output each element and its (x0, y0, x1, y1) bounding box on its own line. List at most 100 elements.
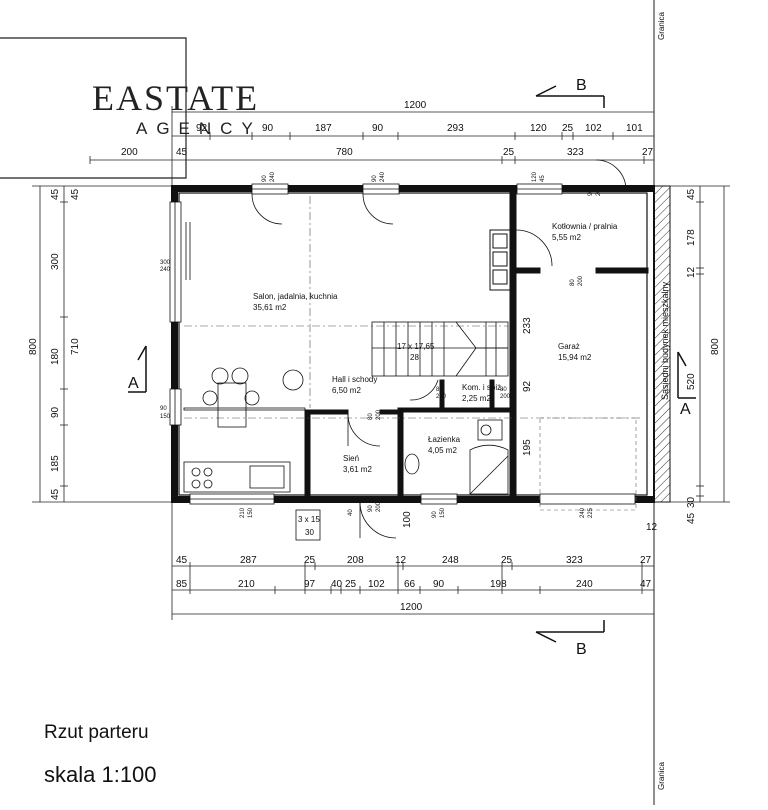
dim-s-win4b: 200 (596, 185, 602, 196)
dim-left-1: 45 (50, 188, 61, 200)
dim-s-wb4b: 225 (588, 507, 594, 518)
section-a-left-label: A (128, 375, 139, 392)
dim-bot1-7: 25 (501, 555, 513, 566)
room-boiler-name: Kotłownia / pralnia (552, 222, 618, 231)
dim-top2-1: 200 (121, 147, 138, 158)
stairs-tread: 28 (410, 353, 419, 362)
dim-s-100: 100 (402, 511, 413, 528)
dim-bot2-2: 210 (238, 579, 255, 590)
dim-bot2-11: 47 (640, 579, 652, 590)
dim-bot2-1: 85 (176, 579, 188, 590)
dimension-labels-top: 1200 92 90 187 90 293 120 25 102 101 200… (121, 100, 654, 158)
dim-s-stair: 233 (522, 317, 533, 334)
section-b-top-label: B (576, 77, 587, 94)
dim-top-9: 101 (626, 123, 643, 134)
dim-s-win4: 90 (588, 189, 594, 196)
section-b-top: B (535, 77, 605, 108)
dim-s-wb2: 90 (368, 505, 374, 512)
room-hall-name: Hall i schody (332, 375, 377, 384)
interior-walls (183, 191, 649, 497)
dim-left-4: 90 (50, 406, 61, 418)
vent-sub-label: 30 (305, 528, 314, 537)
dim-s-wb4: 240 (580, 507, 586, 518)
dimensions-top (89, 106, 655, 186)
dim-bot1-1: 45 (176, 555, 188, 566)
dim-left-outer: 800 (28, 338, 39, 355)
dim-left-3: 180 (50, 348, 61, 365)
room-hall-area: 6,50 m2 (332, 386, 361, 395)
kitchen-fixtures (183, 222, 304, 493)
dim-s-wl2: 90 (160, 406, 167, 412)
dim-right-outer: 800 (710, 338, 721, 355)
dim-bot2-3: 97 (304, 579, 316, 590)
dim-s-wb1b: 150 (248, 507, 254, 518)
windows-exterior (169, 183, 636, 505)
room-salon-name: Salon, jadalnia, kuchnia (253, 292, 338, 301)
dim-s-wb2b: 200 (376, 501, 382, 512)
dim-s-win1b: 240 (270, 171, 276, 182)
neighbor-wall-hatch (653, 185, 671, 503)
dim-bot1-4: 208 (347, 555, 364, 566)
dim-s-win3: 120 (532, 171, 538, 182)
doors (251, 159, 627, 539)
dim-top-5: 293 (447, 123, 464, 134)
room-bath-name: Łazienka (428, 435, 461, 444)
dim-s-win2: 90 (372, 175, 378, 182)
dim-right-6: 45 (686, 512, 697, 524)
dim-s-195: 195 (522, 439, 533, 456)
dim-s-dk: 80 (570, 279, 576, 286)
chimney-block (489, 229, 511, 291)
dim-left-inner: 710 (70, 338, 81, 355)
garage-parking-area (539, 417, 637, 511)
dim-bot2-7: 66 (404, 579, 416, 590)
dim-s-win3b: 45 (540, 175, 546, 182)
dimension-labels-left: 800 45 300 180 90 185 45 45 710 (28, 188, 81, 500)
dim-right-1: 45 (686, 188, 697, 200)
dim-top-6: 120 (530, 123, 547, 134)
dim-bot2-10: 240 (576, 579, 593, 590)
dim-top-7: 25 (562, 123, 574, 134)
dim-bot2-8: 90 (433, 579, 445, 590)
room-bath-area: 4,05 m2 (428, 446, 457, 455)
dim-bot1-9: 27 (640, 555, 652, 566)
small-dimensions: 90 240 90 240 120 45 90 200 300 240 90 1… (160, 171, 658, 533)
dim-bot2-5: 25 (345, 579, 357, 590)
dim-s-dkom: 80 (500, 387, 507, 393)
bathroom-fixtures (404, 419, 509, 495)
dim-left-inner-top: 45 (70, 188, 81, 200)
dim-bot1-5: 12 (395, 555, 407, 566)
dim-s-dh: 80 (368, 413, 374, 420)
dim-top-1: 92 (196, 123, 208, 134)
dim-s-92: 92 (522, 380, 533, 392)
dim-bot1-6: 248 (442, 555, 459, 566)
dim-s-wb1: 210 (240, 507, 246, 518)
dim-right-2: 178 (686, 229, 697, 246)
dim-bot1-8: 323 (566, 555, 583, 566)
dimension-labels-right: 45 178 12 520 30 45 800 (686, 188, 721, 524)
dim-top-3: 187 (315, 123, 332, 134)
dim-bot1-2: 287 (240, 555, 257, 566)
plan-scale: skala 1:100 (44, 762, 157, 787)
room-kom-name: Kom. i spiż. (462, 383, 503, 392)
staircase (371, 321, 509, 377)
section-b-bottom: B (535, 620, 605, 658)
dim-s-wb3b: 150 (440, 507, 446, 518)
section-a-right: A (677, 351, 696, 418)
dim-s-dkb: 200 (578, 275, 584, 286)
dim-right-4: 520 (686, 373, 697, 390)
dim-top2-6: 27 (642, 147, 654, 158)
plan-title: Rzut parteru (44, 722, 149, 743)
dim-s-40: 40 (348, 509, 354, 516)
dim-s-dbb: 200 (436, 394, 447, 400)
room-sien-name: Sień (343, 454, 359, 463)
dim-s-db: 80 (436, 387, 443, 393)
dim-s-wl2b: 150 (160, 414, 171, 420)
section-a-left: A (128, 345, 147, 393)
dim-s-win1: 90 (262, 175, 268, 182)
room-garage-area: 15,94 m2 (558, 353, 592, 362)
dim-s-wl1b: 240 (160, 267, 171, 273)
dim-s-win2b: 240 (380, 171, 386, 182)
dimensions-left (32, 185, 172, 503)
dim-s-wb3: 90 (432, 511, 438, 518)
